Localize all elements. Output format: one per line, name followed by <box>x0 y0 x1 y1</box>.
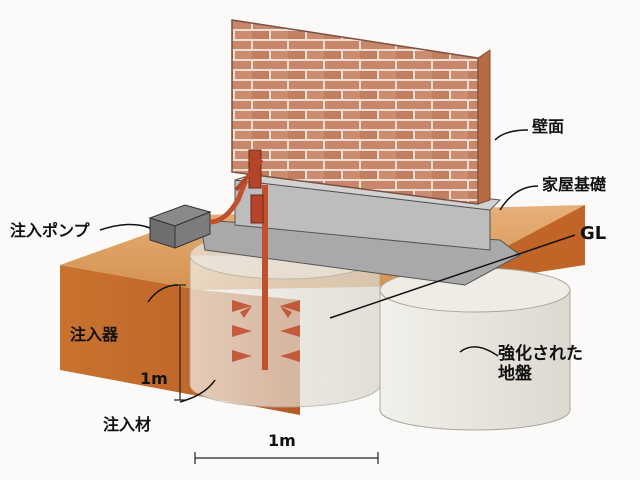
label-wall: 壁面 <box>532 117 565 136</box>
brick-wall-side <box>477 49 491 205</box>
label-ground-level: GL <box>580 223 607 244</box>
label-injection-pump: 注入ポンプ <box>10 221 90 240</box>
brick-wall <box>231 19 479 205</box>
injector-pipe <box>234 149 268 370</box>
injection-pump <box>148 179 249 249</box>
strengthened-ground-cylinder <box>379 267 571 431</box>
label-strengthened-ground: 強化された 地盤 <box>498 344 583 384</box>
label-width-1m: 1m <box>268 431 296 450</box>
label-injection-material: 注入材 <box>103 415 152 434</box>
injection-arrows <box>232 300 300 362</box>
label-injector: 注入器 <box>70 325 119 344</box>
leader-lines <box>99 129 576 403</box>
label-house-foundation: 家屋基礎 <box>542 175 607 194</box>
label-depth-1m: 1m <box>140 369 168 388</box>
